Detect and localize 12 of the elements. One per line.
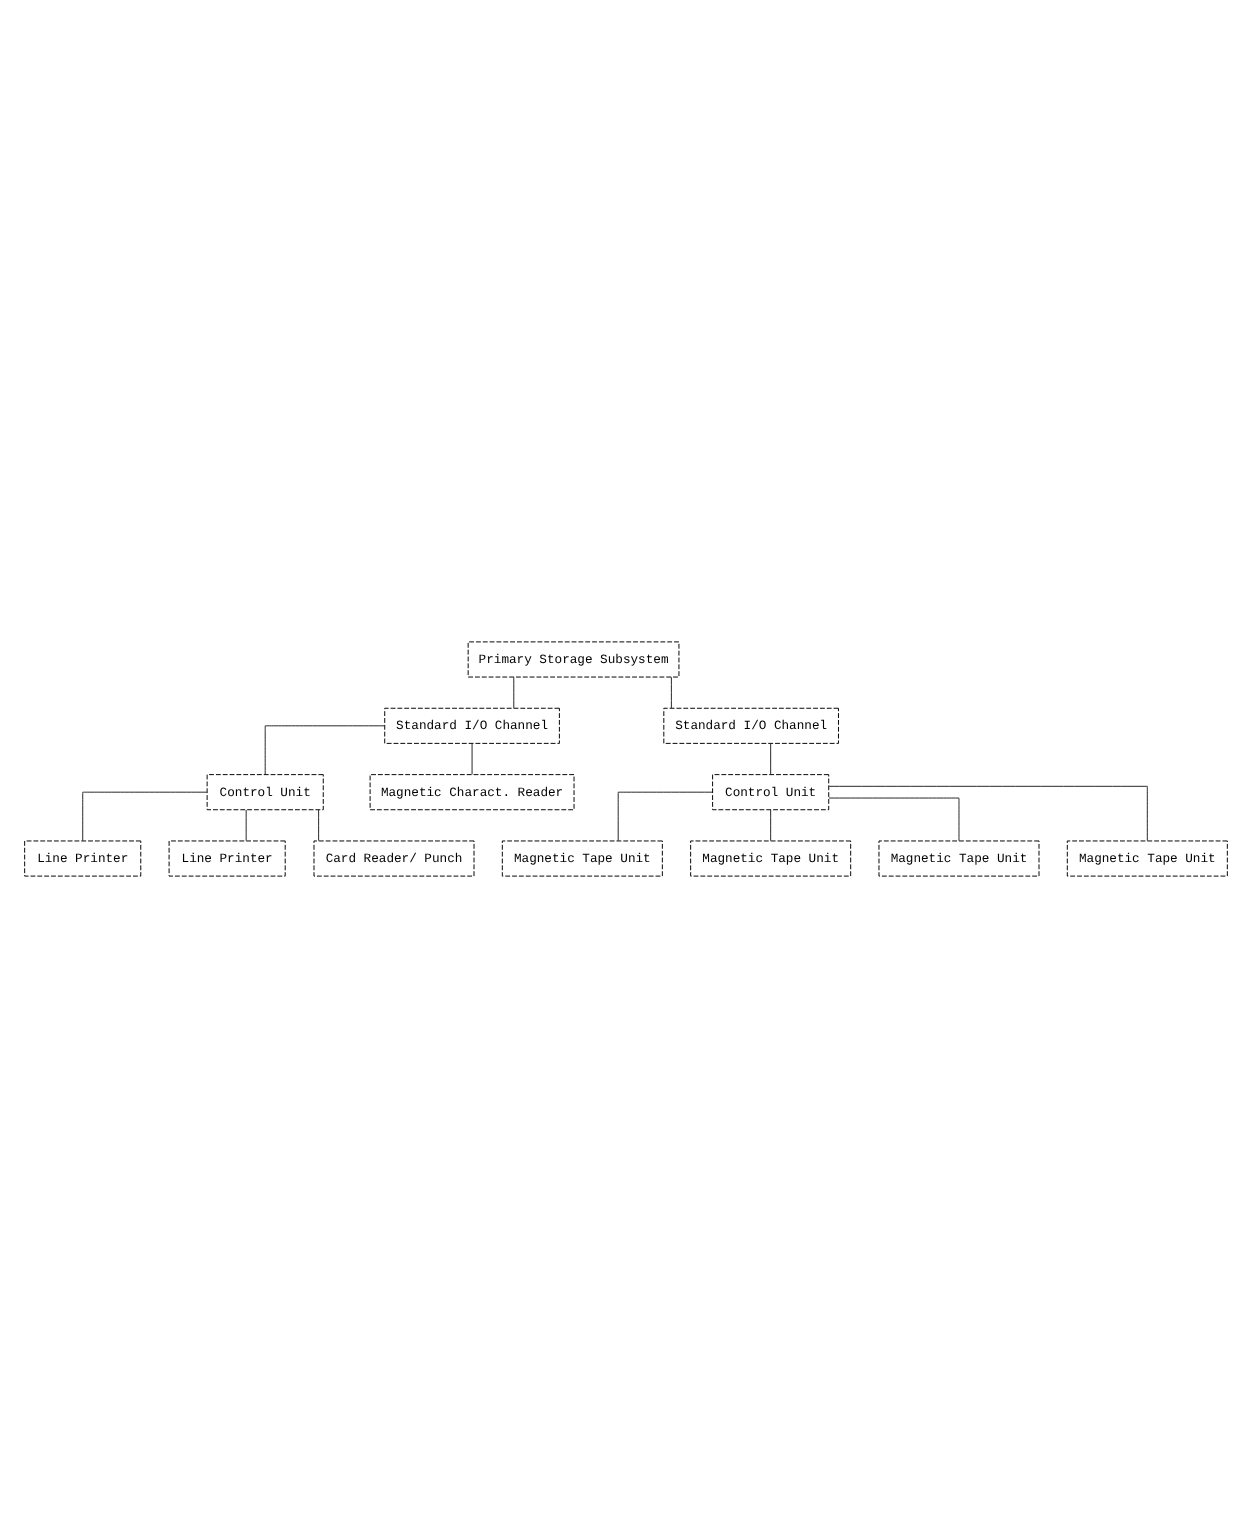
connector <box>828 797 960 842</box>
connector <box>318 809 320 842</box>
connector <box>670 676 672 709</box>
connector <box>264 725 386 775</box>
connector <box>828 785 1148 842</box>
connector <box>770 809 772 842</box>
connector <box>245 809 247 842</box>
connector <box>770 743 772 775</box>
connector <box>82 791 208 842</box>
connector <box>513 676 515 709</box>
connector <box>471 743 473 775</box>
connector <box>617 791 714 842</box>
